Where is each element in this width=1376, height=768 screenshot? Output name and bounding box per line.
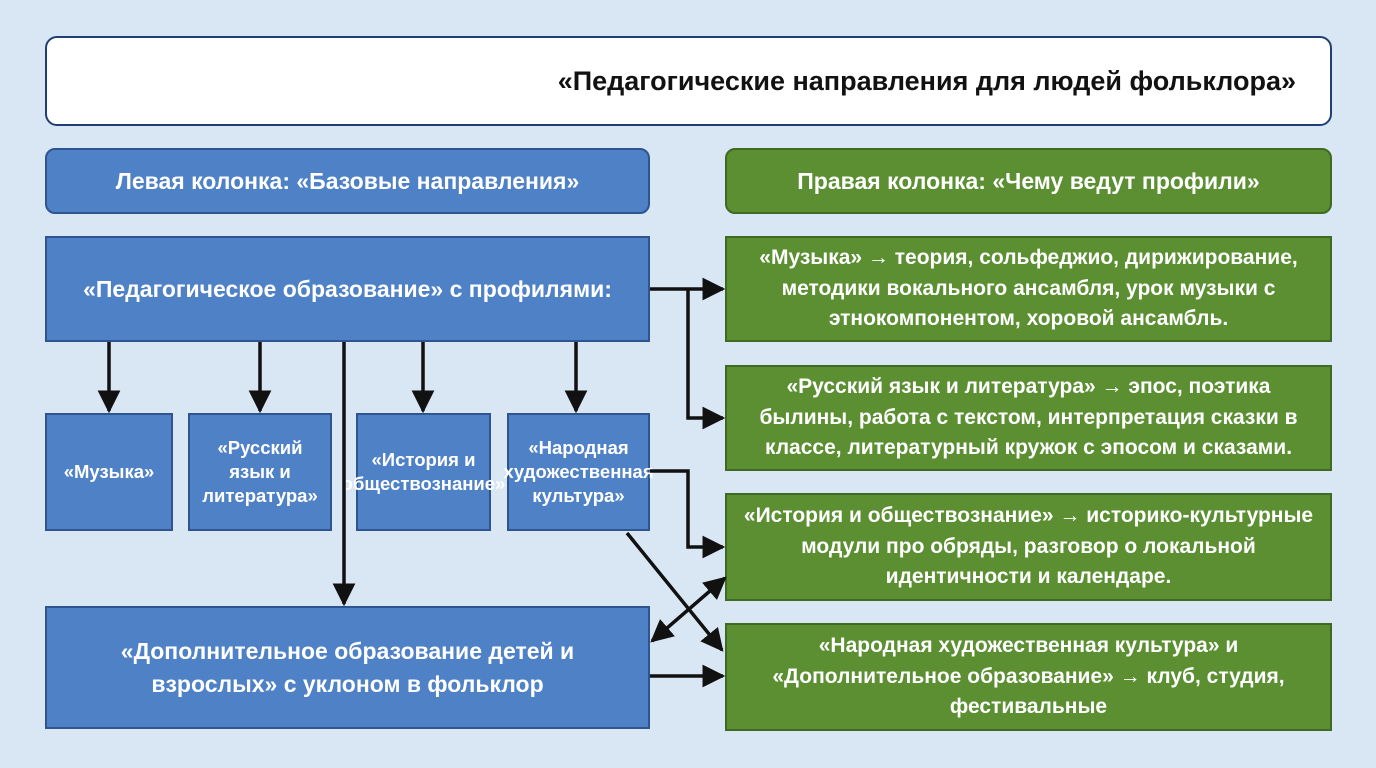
russian-outcome-box: «Русский язык и литература» → эпос, поэт… xyxy=(725,365,1332,471)
right-column-header: Правая колонка: «Чему ведут профили» xyxy=(725,148,1332,214)
pedagogical-education-box: «Педагогическое образование» с профилями… xyxy=(45,236,650,342)
music-outcome-box: «Музыка» → теория, сольфеджио, дирижиров… xyxy=(725,236,1332,342)
arrow-to-history-outcome xyxy=(650,469,726,559)
profile-music-box: «Музыка» xyxy=(45,413,173,531)
profile-russian-box: «Русский язык и литература» xyxy=(188,413,332,531)
history-outcome-box: «История и обществознание» → историко-ку… xyxy=(725,493,1332,601)
arrow-to-russian-outcome xyxy=(686,289,726,430)
left-column-header: Левая колонка: «Базовые направления» xyxy=(45,148,650,214)
diagonal-arrow-additional-history xyxy=(650,576,727,643)
folk-additional-outcome-box: «Народная художественная культура» и «До… xyxy=(725,623,1332,731)
diagram-title: «Педагогические направления для людей фо… xyxy=(45,36,1332,126)
profile-history-box: «История и обществознание» xyxy=(342,413,505,531)
profile-folk-culture-box: «Народная художественная культура» xyxy=(503,413,654,531)
additional-education-box: «Дополнительное образование детей и взро… xyxy=(45,606,650,729)
